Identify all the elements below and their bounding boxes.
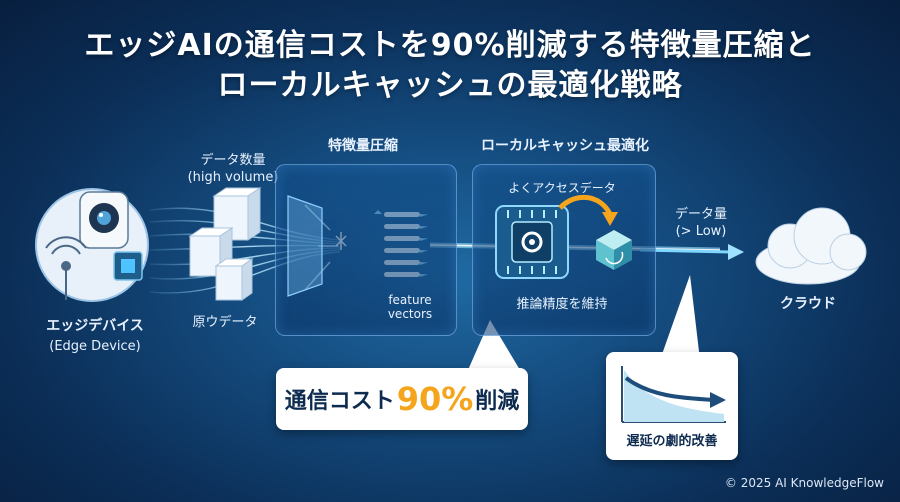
cloud-icon [755, 207, 867, 285]
copyright: © 2025 AI KnowledgeFlow [724, 476, 884, 490]
cache-heading: ローカルキャッシュ最適化 [481, 138, 649, 154]
latency-callout: 遅延の劇的改善 [606, 352, 738, 460]
latency-callout-pointer [660, 275, 700, 360]
accuracy-label: 推論精度を維持 [516, 297, 608, 312]
compression-panel [275, 164, 457, 336]
cost-callout-pointer [468, 320, 520, 370]
cost-callout-suffix: 削減 [475, 389, 520, 414]
funnel-icon [287, 195, 323, 297]
feature-vectors-label-1: feature [388, 293, 432, 307]
data-amount-sublabel: (> Low) [675, 224, 727, 239]
cache-arrow-icon [558, 194, 613, 216]
title-line-1: エッジAIの通信コストを90%削減する特徴量圧縮と [84, 28, 816, 63]
cost-callout-highlight: 90% [396, 380, 474, 418]
raw-data-label: 原ウデータ [192, 315, 258, 330]
edge-device-sublabel: (Edge Device) [49, 339, 141, 354]
title-line-2: ローカルキャッシュの最適化戦略 [217, 68, 683, 103]
data-amount-label: データ量 [674, 207, 727, 222]
compression-heading: 特徴量圧縮 [328, 138, 398, 154]
data-volume-sublabel: (high volume) [187, 170, 279, 185]
latency-callout-label: 遅延の劇的改善 [626, 434, 718, 449]
latency-chart-icon [621, 366, 726, 423]
cache-cube-icon [596, 230, 632, 270]
cost-reduction-callout: 通信コスト 90% 削減 [276, 368, 528, 430]
frequent-data-label: よくアクセスデータ [508, 181, 616, 195]
edge-device-label: エッジデバイス [46, 318, 144, 334]
page-title: エッジAIの通信コストを90%削減する特徴量圧縮と ローカルキャッシュの最適化戦… [0, 26, 900, 106]
gear-icon [521, 231, 543, 253]
arrow-to-cloud-icon [728, 244, 744, 260]
feature-vectors-label-2: vectors [387, 307, 433, 321]
data-volume-label: データ数量 [200, 153, 266, 168]
cloud-label: クラウド [780, 296, 836, 312]
cost-callout-prefix: 通信コスト [284, 389, 395, 414]
